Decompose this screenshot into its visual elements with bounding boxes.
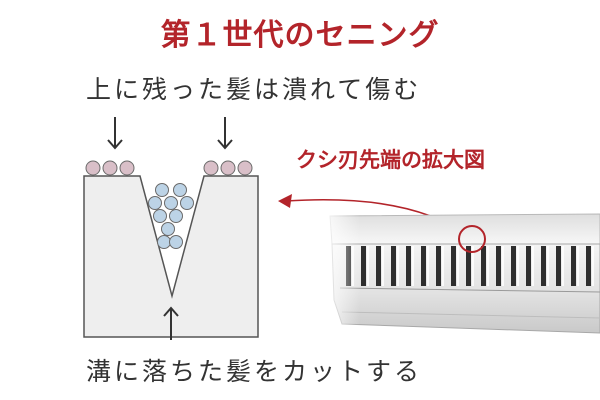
comb-tooth-gap xyxy=(541,246,546,286)
comb-tooth-gap xyxy=(556,246,561,286)
comb-tooth-highlight xyxy=(382,246,384,286)
comb-tooth-gap xyxy=(436,246,441,286)
comb-tooth-highlight xyxy=(532,246,534,286)
comb-tooth-highlight xyxy=(412,246,414,286)
comb-tooth-highlight xyxy=(517,246,519,286)
scissor-blade-image xyxy=(320,210,600,335)
blade-cross-section xyxy=(83,175,259,338)
down-arrow-icon xyxy=(217,117,233,150)
comb-tooth-highlight xyxy=(427,246,429,286)
comb-tooth-gap xyxy=(496,246,501,286)
comb-tooth-gap xyxy=(451,246,456,286)
comb-tooth-highlight xyxy=(577,246,579,286)
comb-tooth-gap xyxy=(406,246,411,286)
comb-tooth-gap xyxy=(466,246,471,286)
up-arrow-icon xyxy=(163,306,179,340)
comb-tooth-highlight xyxy=(367,246,369,286)
magnify-circle-icon xyxy=(458,225,486,253)
comb-tooth-gap xyxy=(586,246,591,286)
comb-tooth-gap xyxy=(391,246,396,286)
comb-tooth-gap xyxy=(361,246,366,286)
hair-on-top-right xyxy=(203,160,253,176)
comb-tooth-gap xyxy=(376,246,381,286)
comb-tooth-gap xyxy=(421,246,426,286)
comb-tooth-highlight xyxy=(472,246,474,286)
page-title: 第１世代のセニング xyxy=(160,18,440,53)
comb-tooth-gap xyxy=(511,246,516,286)
caption-top: 上に残った髪は潰れて傷む xyxy=(86,75,422,104)
hair-on-top-left xyxy=(85,160,135,176)
comb-tooth-gap xyxy=(571,246,576,286)
comb-tooth-gap xyxy=(481,246,486,286)
comb-tooth-gap xyxy=(526,246,531,286)
hair-in-groove xyxy=(148,183,194,249)
callout-label: クシ刃先端の拡大図 xyxy=(296,148,485,172)
comb-tooth-highlight xyxy=(547,246,549,286)
comb-tooth-highlight xyxy=(457,246,459,286)
comb-tooth-highlight xyxy=(592,246,594,286)
caption-bottom: 溝に落ちた髪をカットする xyxy=(86,357,423,386)
comb-tooth-highlight xyxy=(562,246,564,286)
comb-tooth-highlight xyxy=(487,246,489,286)
comb-tooth-highlight xyxy=(397,246,399,286)
down-arrow-icon xyxy=(107,117,123,150)
comb-tooth-highlight xyxy=(502,246,504,286)
comb-tooth-highlight xyxy=(442,246,444,286)
